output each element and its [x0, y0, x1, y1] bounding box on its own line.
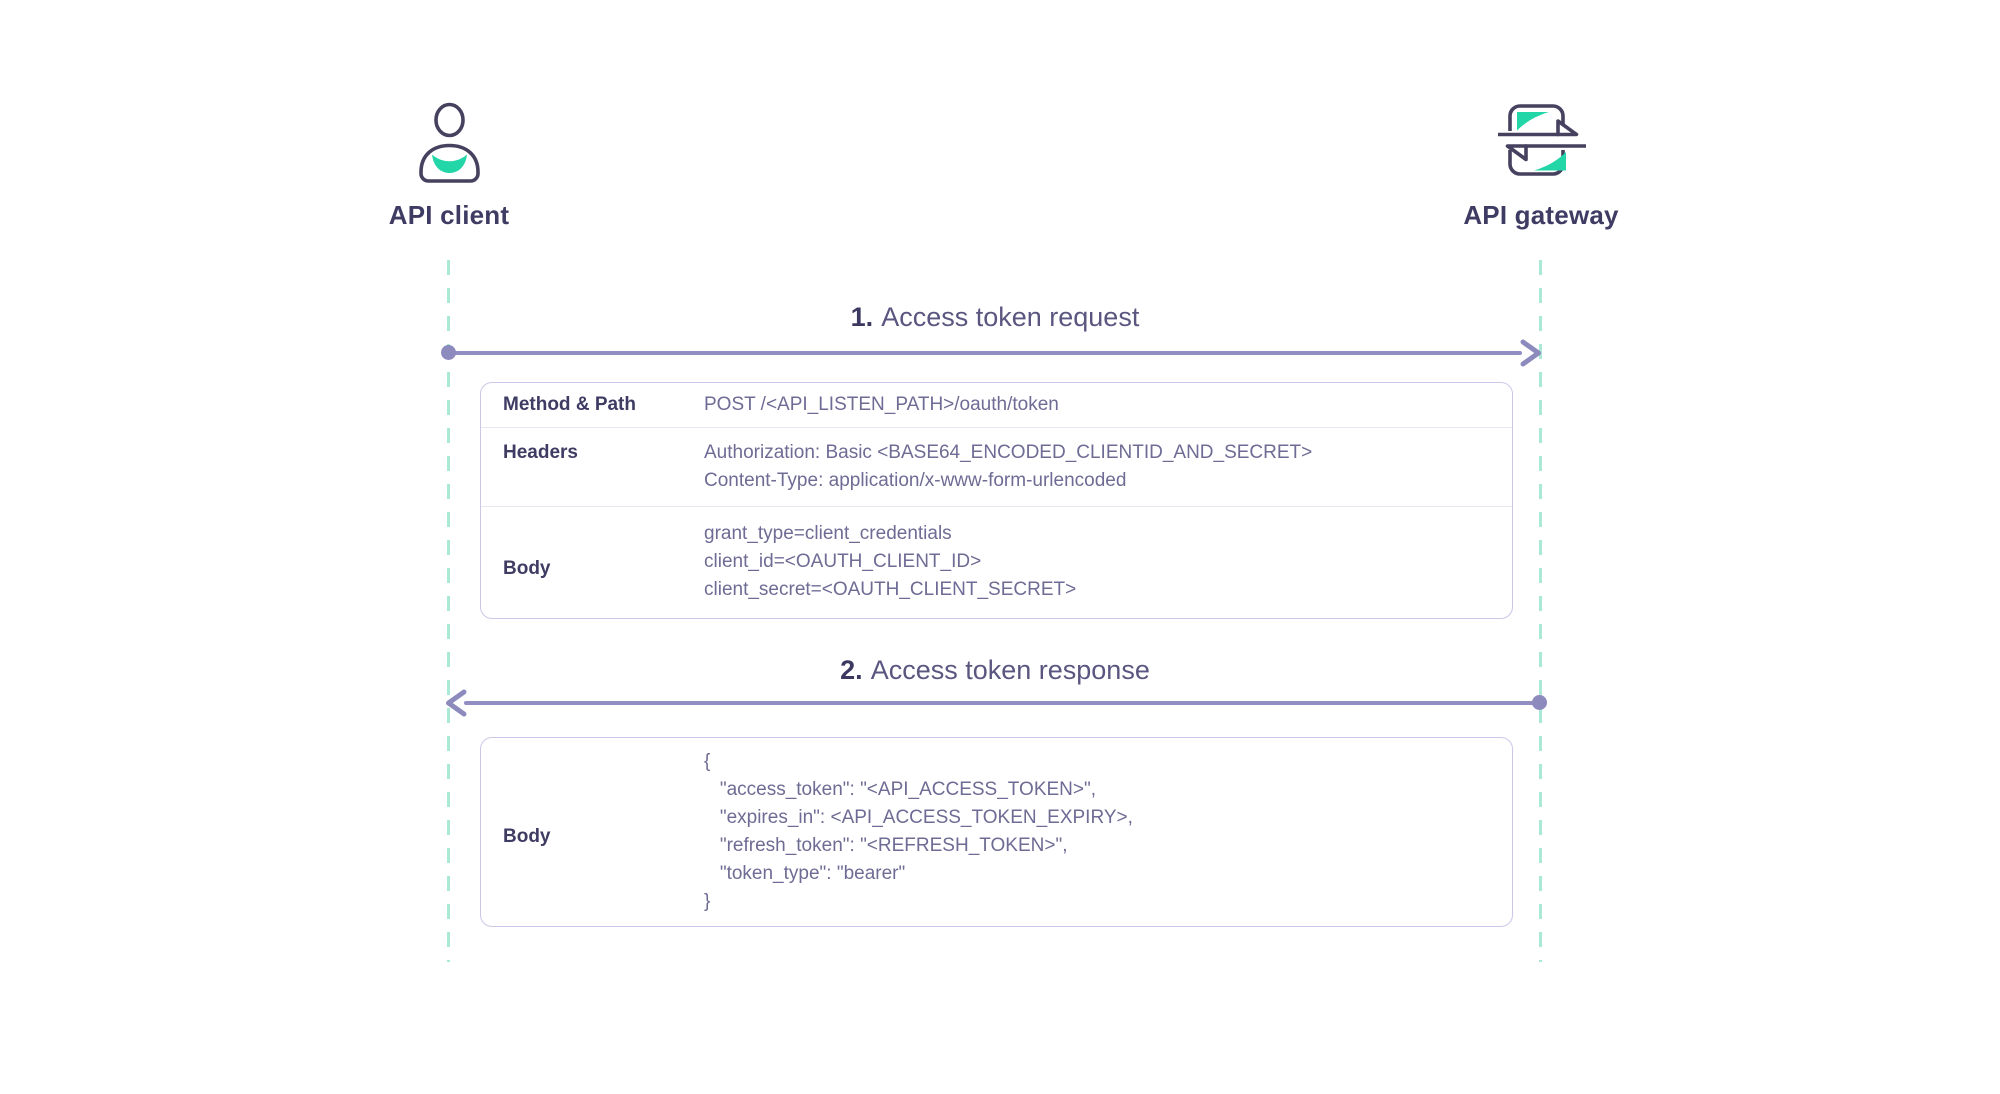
gateway-swap-icon	[1497, 104, 1587, 183]
row-value: POST /<API_LISTEN_PATH>/oauth/token	[704, 391, 1492, 419]
value-line: "token_type": "bearer"	[704, 863, 906, 884]
actor-gateway-label: API gateway	[1463, 200, 1619, 230]
message-2-title: 2.Access token response	[495, 655, 1495, 686]
request-table: Method & Path POST /<API_LISTEN_PATH>/oa…	[480, 382, 1513, 619]
message-1-text: Access token request	[881, 302, 1140, 332]
arrow-line	[464, 701, 1536, 705]
user-icon	[417, 102, 482, 187]
table-row-body: Body { "access_token": "<API_ACCESS_TOKE…	[481, 738, 1512, 925]
value-line: POST /<API_LISTEN_PATH>/oauth/token	[704, 394, 1059, 415]
value-line: }	[704, 891, 711, 912]
arrow-line	[452, 351, 1522, 355]
value-line: "access_token": "<API_ACCESS_TOKEN>",	[704, 779, 1097, 800]
message-2-number: 2.	[840, 655, 863, 685]
lifeline-client	[447, 260, 450, 962]
row-label: Headers	[503, 442, 578, 463]
row-label: Body	[503, 825, 551, 847]
message-1-title: 1.Access token request	[495, 302, 1495, 333]
row-value: { "access_token": "<API_ACCESS_TOKEN>", …	[704, 748, 1492, 916]
lifeline-gateway	[1539, 260, 1542, 962]
actor-api-gateway	[1497, 103, 1587, 179]
value-line: Content-Type: application/x-www-form-url…	[704, 470, 1127, 491]
value-line: "refresh_token": "<REFRESH_TOKEN>",	[704, 835, 1068, 856]
actor-client-label: API client	[388, 200, 510, 230]
value-line: Authorization: Basic <BASE64_ENCODED_CLI…	[704, 442, 1313, 463]
table-row-headers: Headers Authorization: Basic <BASE64_ENC…	[481, 428, 1512, 507]
response-table: Body { "access_token": "<API_ACCESS_TOKE…	[480, 737, 1513, 927]
arrow-head-left-icon	[443, 688, 471, 723]
arrow-start-dot	[441, 345, 456, 360]
arrow-start-dot	[1532, 695, 1547, 710]
table-row-body: Body grant_type=client_credentials clien…	[481, 507, 1512, 618]
actor-api-client	[417, 99, 482, 183]
message-2-text: Access token response	[870, 655, 1150, 685]
row-label: Method & Path	[503, 394, 636, 415]
row-value: Authorization: Basic <BASE64_ENCODED_CLI…	[704, 439, 1492, 495]
row-label: Body	[503, 558, 551, 579]
value-line: {	[704, 751, 711, 772]
value-line: "expires_in": <API_ACCESS_TOKEN_EXPIRY>,	[704, 807, 1133, 828]
message-1-number: 1.	[850, 302, 874, 332]
value-line: client_secret=<OAUTH_CLIENT_SECRET>	[704, 579, 1077, 600]
row-value: grant_type=client_credentials client_id=…	[704, 520, 1492, 604]
value-line: client_id=<OAUTH_CLIENT_ID>	[704, 551, 982, 572]
arrow-head-right-icon	[1516, 338, 1544, 373]
table-row-method-path: Method & Path POST /<API_LISTEN_PATH>/oa…	[481, 383, 1512, 428]
value-line: grant_type=client_credentials	[704, 523, 952, 544]
